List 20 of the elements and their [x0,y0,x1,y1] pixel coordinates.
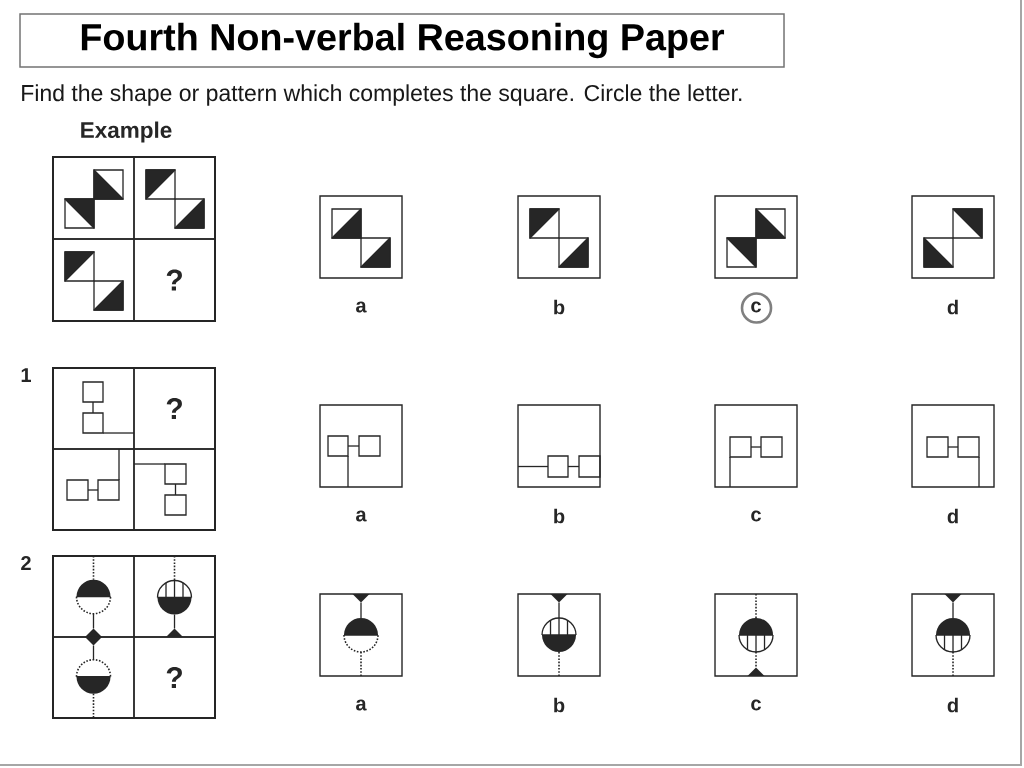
question-number: 1 [21,368,31,382]
question-number: 2 [21,556,31,570]
option-letter: c [751,699,761,711]
grid-cell: ? [133,367,216,450]
option-letter: b [554,697,565,713]
option-letter: c [751,301,761,313]
option-letter: d [947,508,958,524]
option-letter: b [554,508,565,524]
option-letter: d [947,697,958,713]
option-letter: a [356,699,367,711]
grid-cell: ? [133,636,216,719]
title-box: Fourth Non-verbal Reasoning Paper [19,13,785,68]
option-letter: a [356,301,367,313]
option-letter: a [356,510,367,522]
option-letter: d [947,299,958,315]
example-heading: Example [81,121,172,143]
instruction-text: Find the shape or pattern which completes the square. Circle the letter. [22,84,742,106]
grid-cell: ? [133,238,216,322]
option-letter: c [751,510,761,522]
option-letter: b [554,299,565,315]
